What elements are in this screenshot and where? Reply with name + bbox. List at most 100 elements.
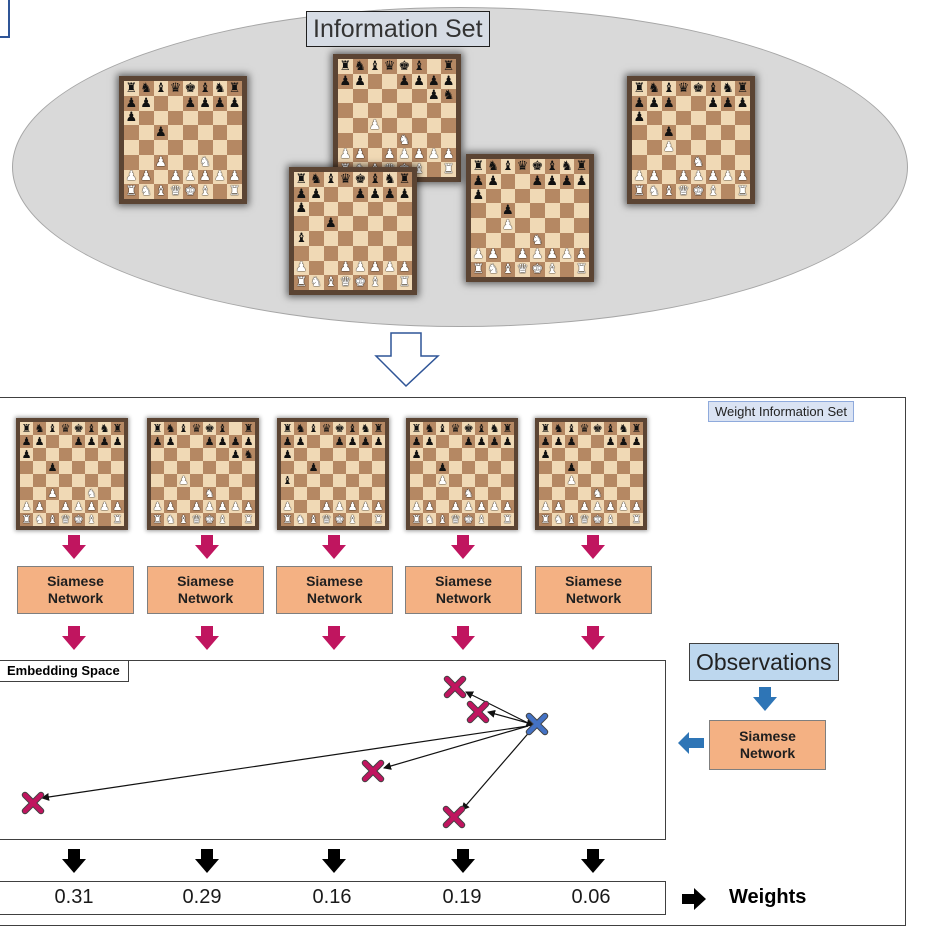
board-square [705,140,721,155]
board-square [151,461,164,474]
x-marker-icon [443,675,467,699]
board-square [604,487,617,500]
white-knight-icon: ♞ [646,184,662,199]
white-king-icon: ♚ [591,513,604,526]
board-square [151,448,164,461]
board-square [423,461,436,474]
board-square [500,173,516,189]
board-square [485,203,501,218]
board-square [630,448,643,461]
board-square [320,448,333,461]
white-pawn-icon: ♟ [705,169,721,185]
weights-box [0,881,666,915]
white-queen-icon: ♛ [449,513,462,526]
board-square [294,500,307,513]
board-square [229,474,242,487]
white-king-icon: ♚ [183,184,198,199]
black-king-icon: ♚ [72,422,85,435]
white-queen-icon: ♛ [338,275,353,290]
board-square [691,95,706,111]
black-pawn-icon: ♟ [323,216,339,231]
board-square [59,461,72,474]
black-pawn-icon: ♟ [604,435,617,448]
white-pawn-icon: ♟ [46,487,59,500]
black-pawn-icon: ♟ [735,95,750,111]
board-square [530,188,545,204]
weight-value-3: 0.16 [312,886,352,908]
white-pawn-icon: ♟ [661,140,677,155]
black-bishop-icon: ♝ [346,422,359,435]
board-square [578,487,591,500]
top-board-2: ♜♞♝♛♚♝♜♟♟♟♟♟♟♟♞♟♞♟♟♟♟♟♟♟♜♞♝♛♚♝♜ [333,54,461,182]
board-square [307,474,320,487]
board-square [676,125,691,140]
board-square [323,186,339,202]
black-queen-icon: ♛ [59,422,72,435]
board-square [138,110,154,126]
board-square [98,461,111,474]
board-square [111,487,124,500]
white-queen-icon: ♛ [320,513,333,526]
board-square [177,448,190,461]
board-square [617,487,630,500]
board-square [168,125,183,140]
board-square [20,487,33,500]
board-square [676,110,691,126]
board-square [735,154,750,170]
black-queen-icon: ♛ [382,59,397,74]
black-pawn-icon: ♟ [617,435,630,448]
board-square [410,461,423,474]
top-board-1: ♜♞♝♛♚♝♞♜♟♟♟♟♟♟♟♟♟♞♟♟♟♟♟♟♟♜♞♝♛♚♝♜ [119,76,247,204]
white-pawn-icon: ♟ [177,474,190,487]
board-square [153,169,169,185]
black-pawn-icon: ♟ [338,73,353,89]
board-square [352,88,368,104]
white-knight-icon: ♞ [294,513,307,526]
white-knight-icon: ♞ [85,487,98,500]
board-square [190,461,203,474]
white-bishop-icon: ♝ [661,184,677,199]
board-square [20,461,33,474]
white-pawn-icon: ♟ [164,500,177,513]
weight-value-5: 0.06 [571,886,611,908]
board-square [397,216,412,231]
board-square [98,513,111,526]
board-square [227,140,242,155]
panel-board-5: ♜♞♝♛♚♝♞♜♟♟♟♟♟♟♟♟♟♞♟♟♟♟♟♟♟♜♞♝♛♚♝♜ [535,418,647,530]
board-square [475,487,488,500]
white-rook-icon: ♜ [111,513,124,526]
white-pawn-icon: ♟ [691,169,706,185]
white-pawn-icon: ♟ [617,500,630,513]
black-pawn-icon: ♟ [426,88,442,104]
black-pawn-icon: ♟ [411,73,427,89]
x-marker-icon [361,759,385,783]
board-square [338,132,353,148]
board-square [320,487,333,500]
black-rook-icon: ♜ [281,422,294,435]
white-pawn-icon: ♟ [138,169,154,185]
board-square [164,461,177,474]
white-pawn-icon: ♟ [630,500,643,513]
white-bishop-icon: ♝ [197,184,213,199]
black-rook-icon: ♜ [124,81,139,96]
white-knight-icon: ♞ [164,513,177,526]
board-square [323,231,339,246]
white-knight-icon: ♞ [591,487,604,500]
black-pawn-icon: ♟ [72,435,85,448]
board-square [138,154,154,170]
board-square [338,245,353,261]
black-pawn-icon: ♟ [151,435,164,448]
board-square [552,461,565,474]
board-square [552,487,565,500]
black-pawn-icon: ♟ [530,173,545,189]
board-square [85,448,98,461]
board-square [216,448,229,461]
panel-board-3: ♜♞♝♛♚♝♞♜♟♟♟♟♟♟♟♟♝♟♟♟♟♟♟♜♞♝♛♚♝♜ [277,418,389,530]
black-knight-icon: ♞ [164,422,177,435]
board-square [307,448,320,461]
board-square [294,448,307,461]
board-square [565,487,578,500]
board-square [33,487,46,500]
